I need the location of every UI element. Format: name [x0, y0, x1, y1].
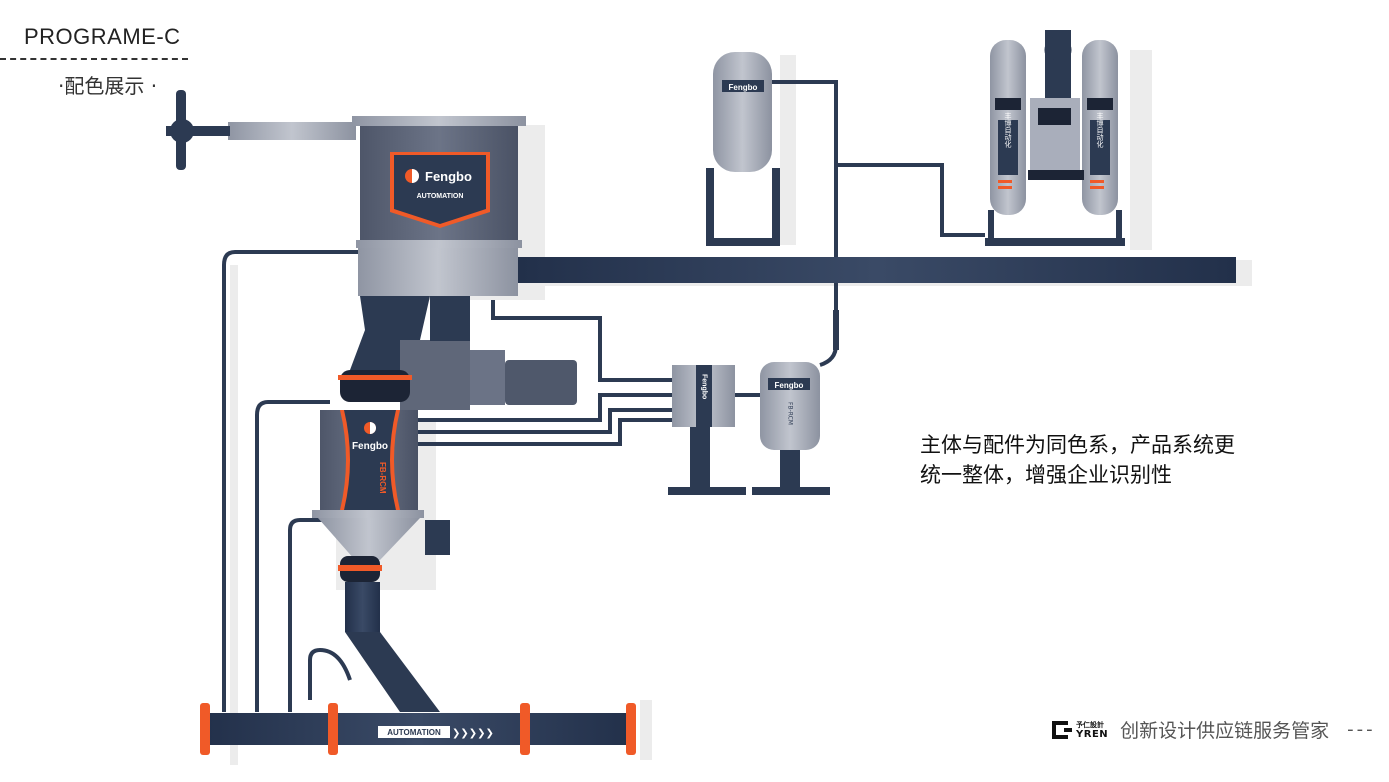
- air-tank-top: Fengbo: [706, 52, 780, 246]
- yren-logo-icon: [1052, 720, 1072, 739]
- pipelines: [222, 80, 985, 712]
- control-box: Fengbo: [668, 365, 746, 495]
- conveying-pipe: AUTOMATION ❯❯❯❯❯: [200, 703, 636, 755]
- description-line-1: 主体与配件为同色系，产品系统更: [920, 433, 1235, 457]
- air-dryer: 丰博自动化 丰博自动化: [985, 30, 1125, 246]
- yren-logo-text: 予仁設計 YREN: [1076, 720, 1109, 740]
- control-box-brand: Fengbo: [701, 374, 708, 399]
- tank-small-model: FB-RCM: [787, 402, 794, 425]
- slide-subtitle: ·配色展示 ·: [58, 74, 158, 98]
- footer: 予仁設計 YREN 创新设计供应链服务管家 ---: [1052, 716, 1376, 743]
- filter-brand: Fengbo: [352, 441, 388, 452]
- dryer-label-right: 丰博自动化: [1096, 112, 1104, 149]
- description: 主体与配件为同色系，产品系统更 统一整体，增强企业识别性: [920, 430, 1235, 490]
- tank-small-brand: Fengbo: [775, 381, 804, 390]
- hopper-brand: Fengbo: [425, 169, 472, 184]
- description-line-2: 统一整体，增强企业识别性: [920, 463, 1172, 487]
- air-tank-small: Fengbo FB-RCM: [752, 362, 830, 495]
- footer-slogan: 创新设计供应链服务管家: [1120, 720, 1330, 742]
- slide-title: PROGRAME-C: [24, 24, 181, 49]
- title-divider: [0, 58, 188, 60]
- support-beam: [518, 257, 1236, 283]
- footer-dashes: ---: [1347, 719, 1376, 740]
- flow-chevrons-icon: ❯❯❯❯❯: [452, 728, 494, 739]
- handwheel-assembly: [166, 90, 356, 170]
- logo-cn: 予仁設計: [1076, 720, 1104, 729]
- filter-model: FB-RCM: [378, 462, 387, 494]
- main-hopper: Fengbo AUTOMATION: [352, 116, 526, 296]
- dryer-label-left: 丰博自动化: [1004, 112, 1012, 149]
- pipe-label: AUTOMATION: [387, 728, 441, 737]
- tank-top-brand: Fengbo: [729, 83, 758, 92]
- logo-en: YREN: [1076, 728, 1109, 740]
- rotary-drive: [338, 296, 577, 410]
- filter-unit: Fengbo FB-RCM: [312, 410, 450, 712]
- hopper-badge-sub: AUTOMATION: [417, 193, 464, 200]
